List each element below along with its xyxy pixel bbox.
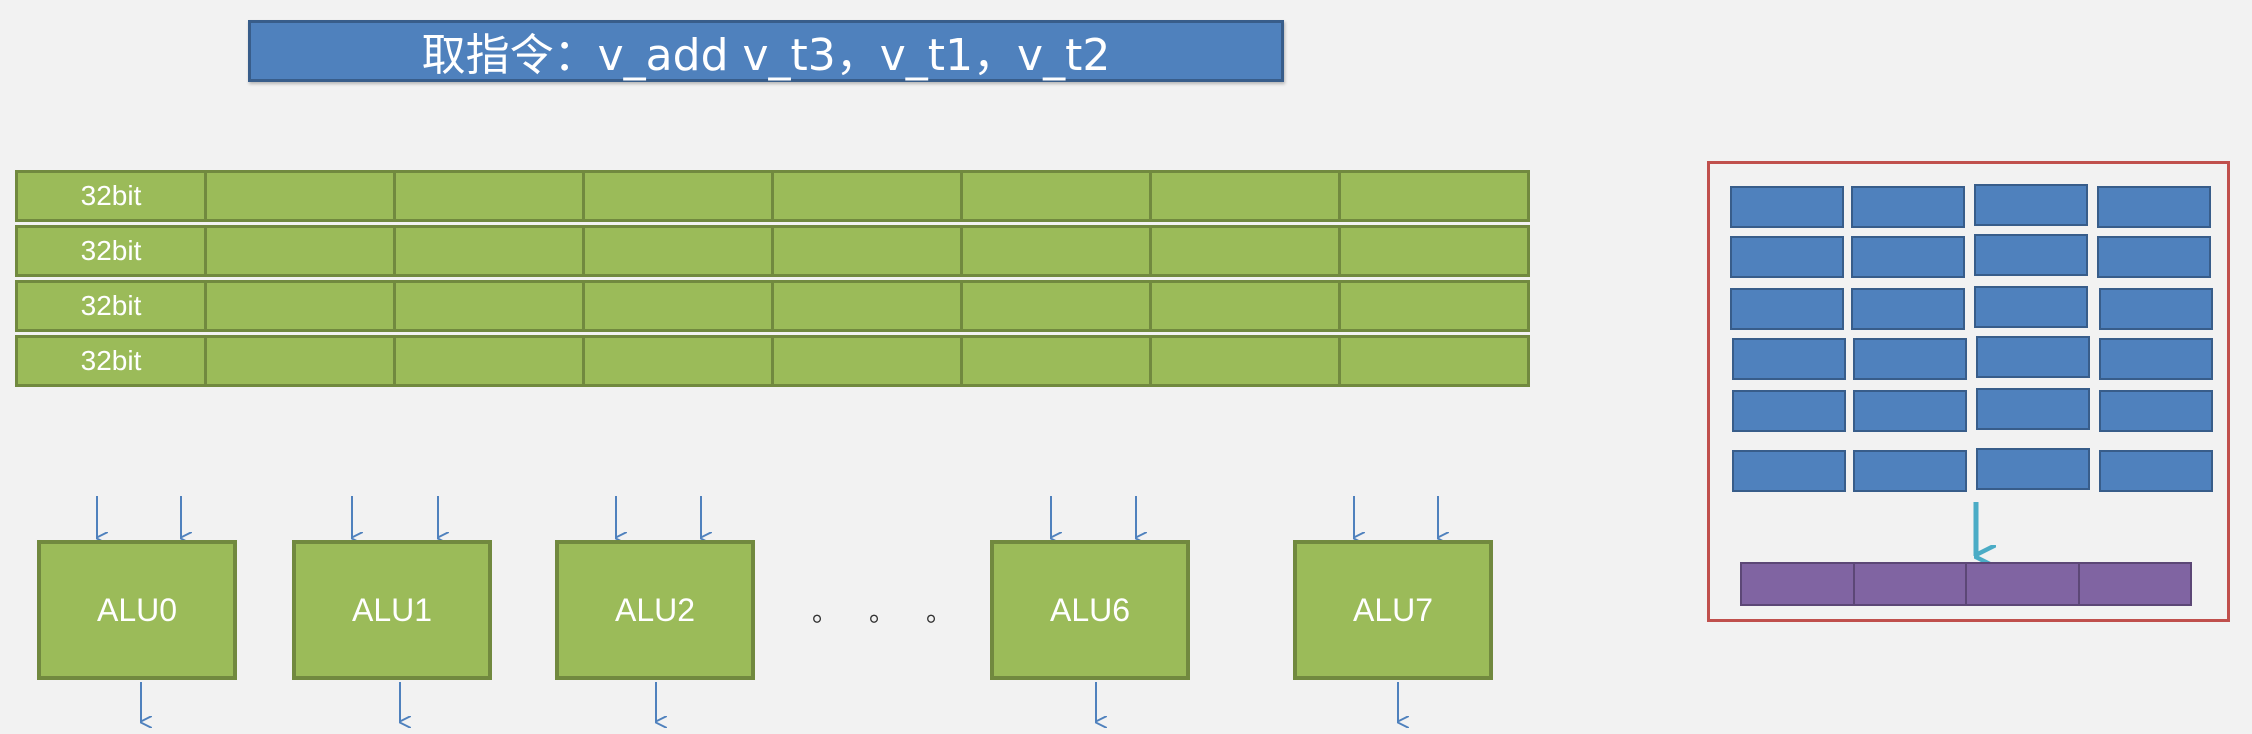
lane-segment — [1742, 564, 1855, 604]
register-cell — [774, 228, 963, 274]
down-arrow-icon — [1973, 502, 2227, 619]
register-cell — [774, 283, 963, 329]
lane-segment — [2080, 564, 2191, 604]
memory-block — [2097, 186, 2211, 228]
register-row: 32bit — [15, 225, 1530, 277]
register-row: 32bit — [15, 170, 1530, 222]
memory-block — [1974, 286, 2088, 328]
alu-label: ALU0 — [96, 591, 178, 628]
register-cell — [1152, 173, 1341, 219]
register-cell — [585, 338, 774, 384]
memory-block — [1976, 388, 2090, 430]
register-cell — [1152, 228, 1341, 274]
register-cell — [207, 173, 396, 219]
memory-panel — [1707, 161, 2230, 622]
ellipsis-dot: 。 — [925, 597, 952, 628]
memory-block — [1851, 186, 1965, 228]
register-cell-label: 32bit — [18, 173, 207, 219]
register-cell — [963, 338, 1152, 384]
memory-block — [2099, 390, 2213, 432]
memory-block — [2099, 288, 2213, 330]
memory-block — [1730, 186, 1844, 228]
ellipsis-dot: 。 — [868, 597, 895, 628]
register-cell — [963, 228, 1152, 274]
memory-block — [1730, 236, 1844, 278]
register-cell-label: 32bit — [18, 283, 207, 329]
register-cell — [1341, 173, 1527, 219]
register-cell — [585, 228, 774, 274]
memory-block — [1853, 390, 1967, 432]
alu-label: ALU6 — [1049, 591, 1131, 628]
instruction-text: 取指令：v_add v_t3，v_t1，v_t2 — [421, 30, 1111, 81]
memory-block — [1853, 338, 1967, 380]
vector-lane-bar — [1740, 562, 2192, 606]
memory-block — [1732, 450, 1846, 492]
memory-block — [1732, 390, 1846, 432]
memory-block — [1974, 234, 2088, 276]
alu-6: ALU6 — [990, 540, 1190, 680]
register-cell — [207, 338, 396, 384]
register-cell — [207, 283, 396, 329]
register-cell — [1341, 228, 1527, 274]
memory-block — [2099, 450, 2213, 492]
lane-segment — [1855, 564, 1967, 604]
register-cell — [396, 283, 585, 329]
register-cell — [396, 228, 585, 274]
alu-label: ALU1 — [351, 591, 433, 628]
register-cell — [396, 173, 585, 219]
register-cell — [585, 173, 774, 219]
register-cell — [774, 338, 963, 384]
alu-label: ALU7 — [1352, 591, 1434, 628]
alu-0: ALU0 — [37, 540, 237, 680]
register-cell — [1152, 338, 1341, 384]
memory-block — [2097, 236, 2211, 278]
instruction-banner: 取指令：v_add v_t3，v_t1，v_t2 — [248, 20, 1284, 82]
register-cell-label: 32bit — [18, 228, 207, 274]
register-cell — [1341, 338, 1527, 384]
ellipsis: 。 。 。 — [812, 590, 952, 630]
memory-block — [1851, 288, 1965, 330]
memory-block — [1976, 448, 2090, 490]
ellipsis-dot: 。 — [812, 597, 839, 628]
alu-7: ALU7 — [1293, 540, 1493, 680]
register-cell — [963, 283, 1152, 329]
alu-2: ALU2 — [555, 540, 755, 680]
register-cell — [207, 228, 396, 274]
memory-block — [2099, 338, 2213, 380]
alu-1: ALU1 — [292, 540, 492, 680]
register-cell — [585, 283, 774, 329]
register-cell — [774, 173, 963, 219]
memory-block — [1976, 336, 2090, 378]
register-cell-label: 32bit — [18, 338, 207, 384]
register-cell — [1341, 283, 1527, 329]
memory-block — [1851, 236, 1965, 278]
register-cell — [1152, 283, 1341, 329]
memory-block — [1974, 184, 2088, 226]
memory-block — [1730, 288, 1844, 330]
register-row: 32bit — [15, 280, 1530, 332]
alu-label: ALU2 — [614, 591, 696, 628]
register-cell — [963, 173, 1152, 219]
memory-block — [1732, 338, 1846, 380]
register-row: 32bit — [15, 335, 1530, 387]
memory-block — [1853, 450, 1967, 492]
vector-register-grid: 32bit 32bit 32bit — [15, 170, 1530, 390]
lane-segment — [1967, 564, 2080, 604]
register-cell — [396, 338, 585, 384]
